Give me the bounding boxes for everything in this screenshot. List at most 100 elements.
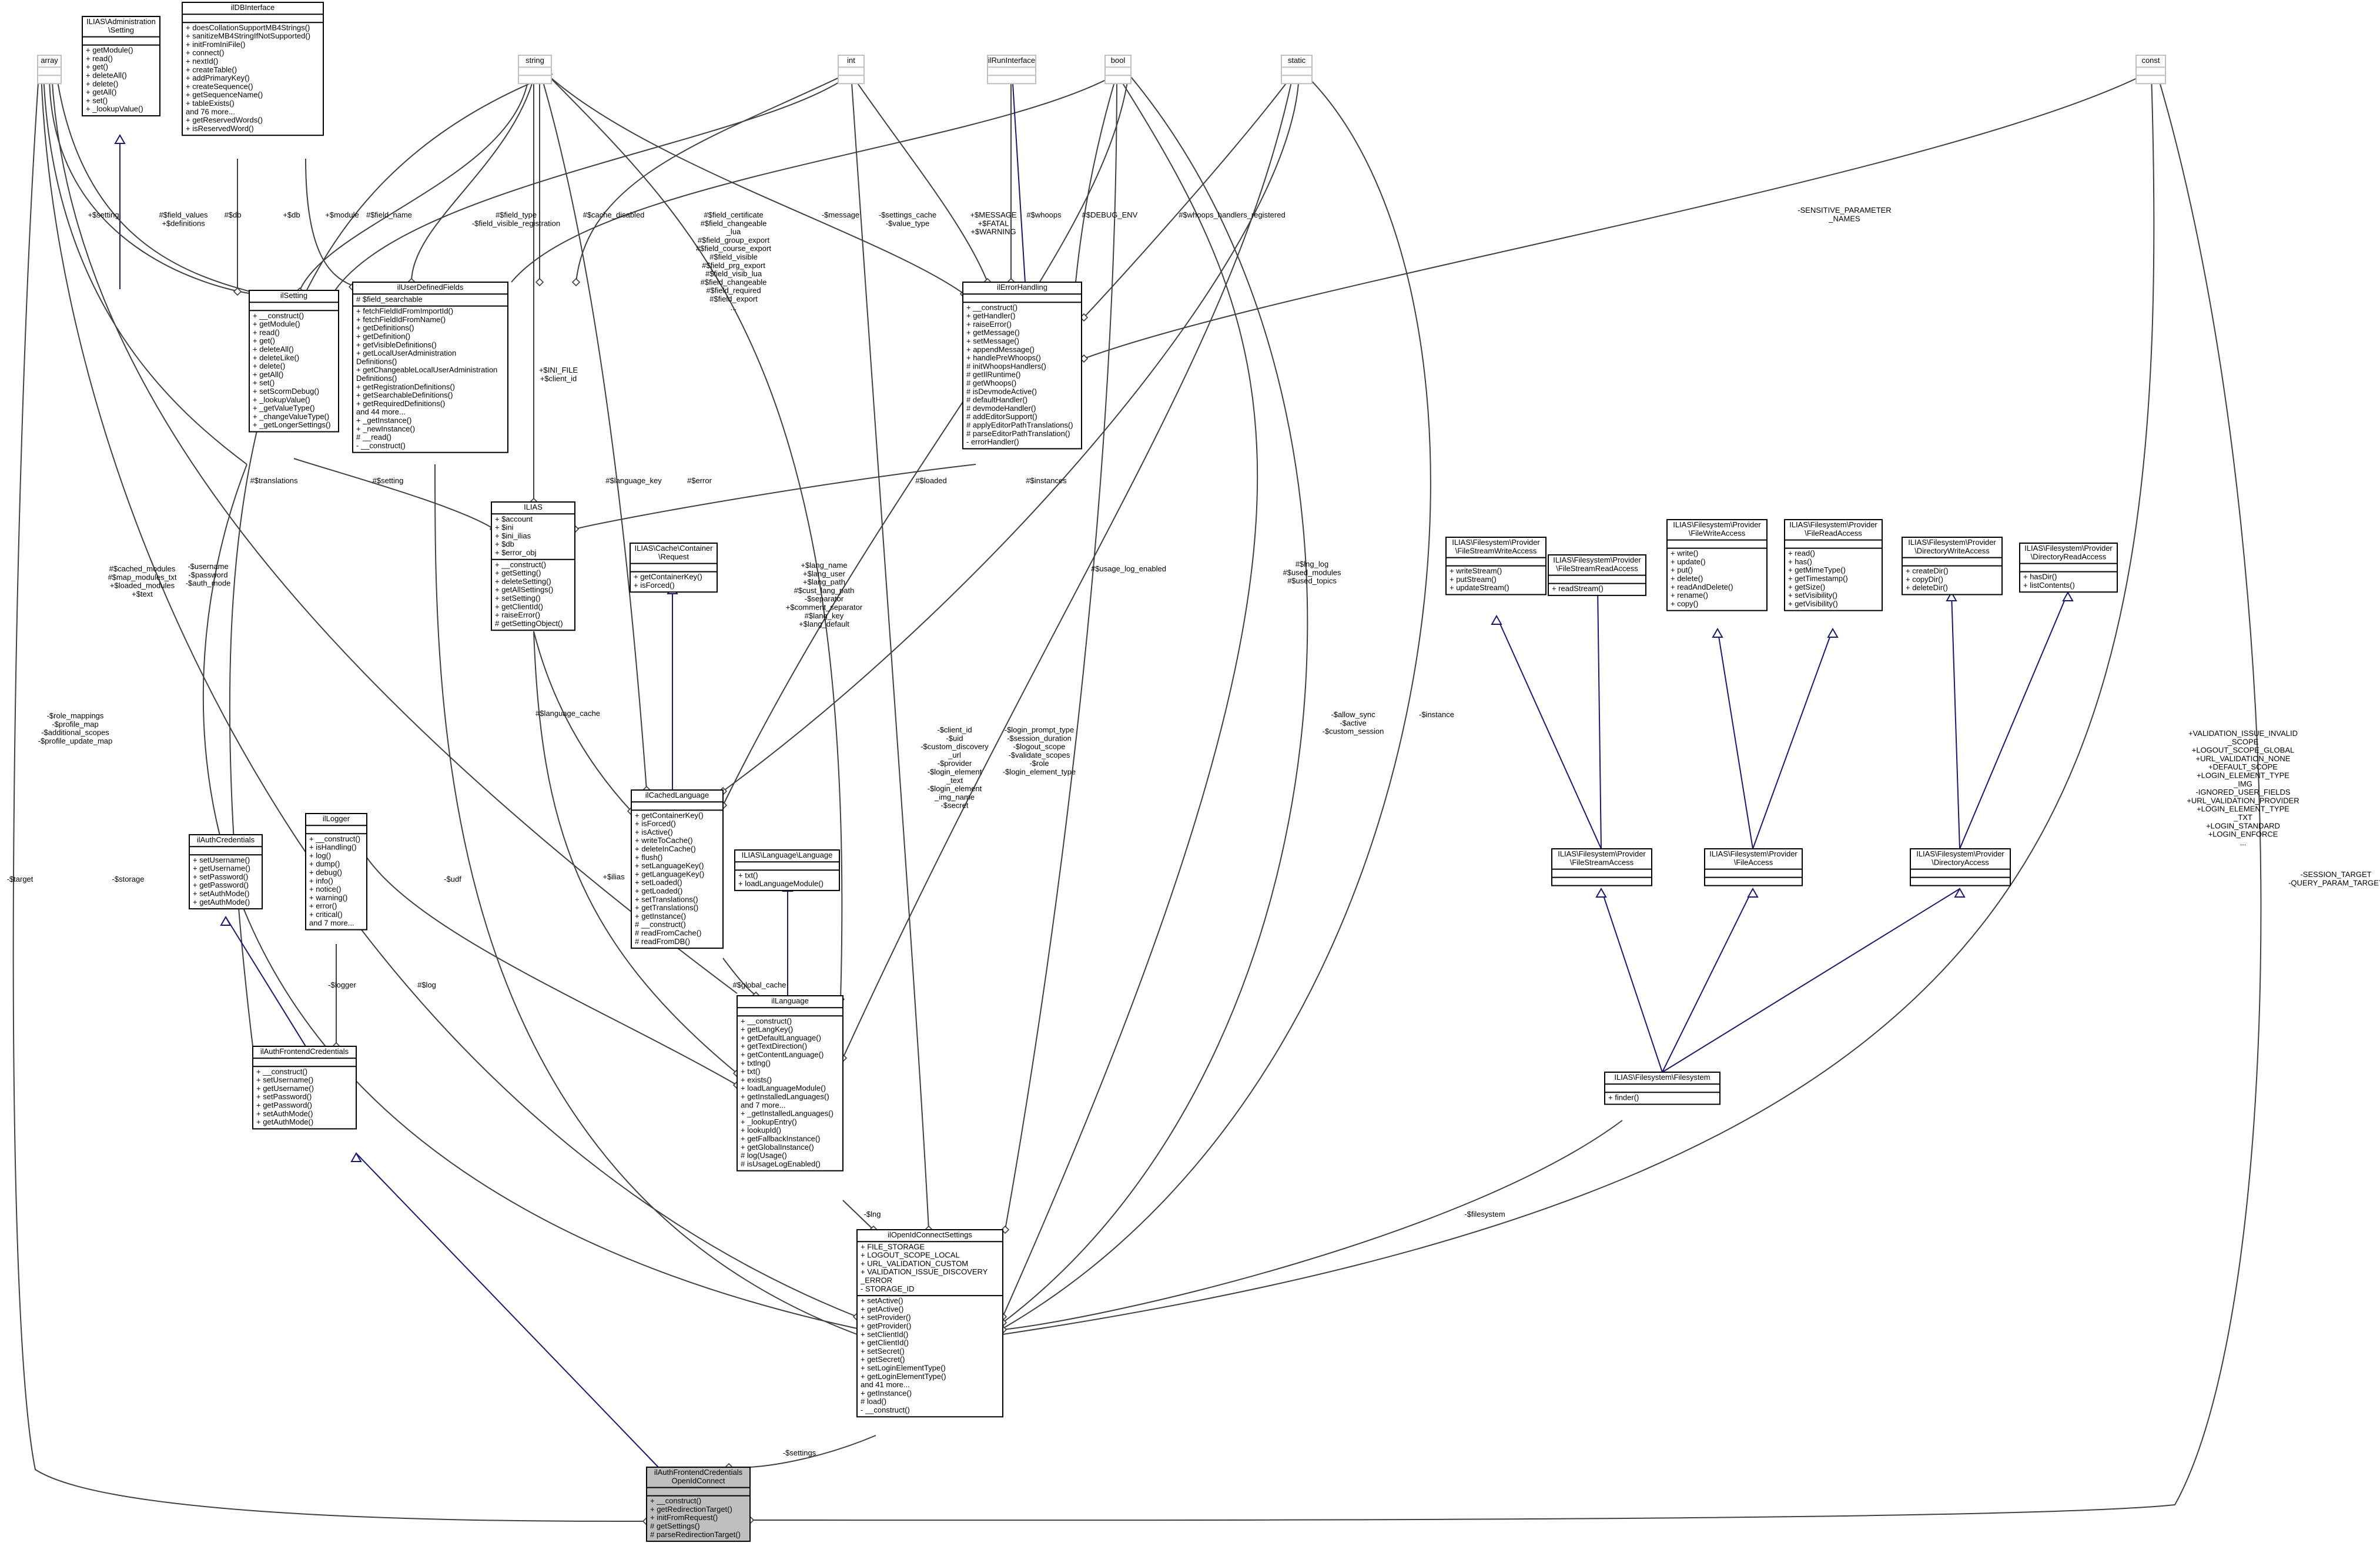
class-setting_admin[interactable]: ILIAS\Administration\Setting+ getModule(…: [82, 16, 160, 116]
class-ilauthcredentials[interactable]: ilAuthCredentials+ setUsername()+ getUse…: [189, 834, 263, 910]
class-fs_streamread[interactable]: ILIAS\Filesystem\Provider\FileStreamRead…: [1548, 554, 1646, 596]
edge-label-line: #$field_export: [709, 294, 758, 303]
class-method: + getInstalledLanguages(): [741, 1092, 829, 1101]
edge-label-line: -$role: [1029, 759, 1049, 768]
class-fs_streamwrite[interactable]: ILIAS\Filesystem\Provider\FileStreamWrit…: [1445, 537, 1547, 595]
edge-line: [1496, 615, 1602, 849]
edge-label: #$error: [687, 476, 712, 485]
class-method: # devmodeHandler(): [966, 404, 1036, 413]
edge-label-line: +$client_id: [540, 374, 577, 383]
edge-line: [1752, 628, 1833, 849]
class-bool[interactable]: bool: [1104, 55, 1132, 85]
class-method: + write(): [1671, 549, 1698, 558]
edge-label-line: -$validate_scopes: [1009, 751, 1070, 759]
edge-label-line: #$field_certificate: [704, 210, 763, 219]
class-method: + getSecret(): [861, 1355, 905, 1364]
class-method: + setUsername(): [193, 855, 250, 864]
edge-line: [51, 73, 738, 994]
class-ilias[interactable]: ILIAS+ $account+ $ini+ $ini_ilias+ $db+ …: [491, 501, 575, 631]
edge-label-line: -$login_element: [928, 784, 982, 793]
class-method: + txtlng(): [741, 1059, 771, 1067]
class-ilerrorhandling[interactable]: ilErrorHandling+ __construct()+ getHandl…: [962, 282, 1082, 450]
class-language_iface[interactable]: ILIAS\Language\Language+ txt()+ loadLang…: [734, 849, 840, 891]
class-method: + getDefinition(): [356, 332, 410, 341]
class-fs_fileaccess[interactable]: ILIAS\Filesystem\Provider\FileAccess: [1704, 848, 1803, 886]
class-string[interactable]: string: [518, 55, 552, 85]
edge-label: -$udf: [444, 875, 461, 883]
usage-edge: [43, 73, 247, 465]
class-method: + getSize(): [1788, 583, 1825, 591]
class-fs_dirwrite[interactable]: ILIAS\Filesystem\Provider\DirectoryWrite…: [1902, 537, 2003, 595]
class-ilopenidconnectsettings[interactable]: ilOpenIdConnectSettings+ FILE_STORAGE+ L…: [856, 1229, 1003, 1418]
class-method: + _lookupValue(): [86, 105, 143, 113]
class-method: + doesCollationSupportMB4Strings(): [186, 23, 310, 32]
class-frame: [1604, 1072, 1720, 1105]
class-method: + putStream(): [1450, 575, 1497, 584]
edge-label-line: +LOGIN_STANDARD: [2206, 821, 2280, 830]
usage-edge: [722, 958, 761, 1000]
inheritance-edge: [1006, 72, 1026, 283]
edge-label-line: #$language_key: [605, 476, 662, 485]
class-fs_diraccess[interactable]: ILIAS\Filesystem\Provider\DirectoryAcces…: [1910, 848, 2011, 886]
class-ilcachedlanguage[interactable]: ilCachedLanguage+ getContainerKey()+ isF…: [631, 789, 724, 949]
class-frame: [631, 789, 724, 949]
class-method: + connect(): [186, 48, 224, 57]
edge-label-line: +$loaded_modules: [110, 581, 175, 590]
class-fs_filestream[interactable]: ILIAS\Filesystem\Provider\FileStreamAcce…: [1551, 848, 1652, 886]
edge-label-line: -$additional_scopes: [41, 728, 109, 737]
class-fs_filesystem[interactable]: ILIAS\Filesystem\Filesystem+ finder(): [1604, 1072, 1720, 1105]
edge-label-line: #$translations: [250, 476, 298, 485]
inheritance-edge: [667, 584, 678, 790]
class-ilsetting[interactable]: ilSetting+ __construct()+ getModule()+ r…: [249, 290, 339, 433]
class-method: + _lookupEntry(): [741, 1117, 797, 1126]
edge-label-line: -QUERY_PARAM_TARGET: [2288, 878, 2380, 887]
class-ilruninterface[interactable]: ilRunInterface: [987, 55, 1036, 85]
edge-line: [12, 73, 647, 1522]
edge-line: [749, 73, 2262, 1521]
class-method: + getContentLanguage(): [741, 1050, 824, 1059]
class-method: + copy(): [1671, 599, 1698, 608]
class-cache_request[interactable]: ILIAS\Cache\Container\Request+ getContai…: [630, 543, 718, 593]
class-method: + fetchFieldIdFromImportId(): [356, 307, 453, 316]
edge-label-line: #$log: [417, 980, 436, 989]
class-method: + listContents(): [2023, 581, 2075, 590]
edge-label-line: +VALIDATION_ISSUE_INVALID: [2188, 729, 2298, 738]
class-const[interactable]: const: [2135, 55, 2166, 85]
class-frame: [987, 55, 1036, 85]
class-method: + __construct(): [650, 1497, 701, 1505]
class-iluserdefinedfields[interactable]: ilUserDefinedFields# $field_searchable+ …: [352, 282, 508, 453]
edge-label-line: +$module: [325, 210, 359, 219]
edge-label-line: +$lang_name: [801, 561, 847, 570]
class-illanguage[interactable]: ilLanguage+ __construct()+ getLangKey()+…: [737, 995, 843, 1172]
class-method: + deleteLike(): [253, 353, 299, 362]
edge-label-line: _url: [948, 751, 961, 759]
class-static[interactable]: static: [1281, 55, 1313, 85]
class-method: + setMessage(): [966, 337, 1019, 346]
class-method: + updateStream(): [1450, 583, 1509, 592]
class-ildbinterface[interactable]: ilDBInterface+ doesCollationSupportMB4St…: [182, 2, 324, 136]
edge-label: +$setting: [88, 210, 119, 219]
class-illogger[interactable]: ilLogger+ __construct()+ isHandling()+ l…: [305, 813, 367, 931]
class-attribute: + FILE_STORAGE: [861, 1242, 925, 1251]
class-method: + update(): [1671, 557, 1706, 566]
edge-label-line: -$message: [822, 210, 859, 219]
usage-edge: [535, 74, 544, 287]
class-fs_fileread[interactable]: ILIAS\Filesystem\Provider\FileReadAccess…: [1784, 519, 1883, 611]
class-method: # getSettings(): [650, 1522, 700, 1531]
usage-edge: [998, 73, 1308, 1327]
class-ilauthfrontendcredentials[interactable]: ilAuthFrontendCredentials+ __construct()…: [252, 1046, 357, 1130]
class-int[interactable]: int: [838, 55, 865, 85]
class-method: + has(): [1788, 557, 1812, 566]
class-method: - __construct(): [861, 1405, 910, 1414]
class-title: ILIAS\Filesystem\Provider: [1558, 849, 1646, 858]
class-title: ilOpenIdConnectSettings: [888, 1230, 972, 1239]
class-fs_filewrite[interactable]: ILIAS\Filesystem\Provider\FileWriteAcces…: [1666, 519, 1768, 611]
class-method: + getTextDirection(): [741, 1042, 807, 1050]
class-fs_dirread[interactable]: ILIAS\Filesystem\Provider\DirectoryReadA…: [2019, 543, 2118, 593]
edge-label-line: #$error: [687, 476, 712, 485]
edge-line: [851, 73, 988, 283]
edge-label-line: #$field_group_export: [698, 236, 770, 245]
class-array[interactable]: array: [37, 55, 62, 85]
class-frame: [491, 501, 575, 631]
class-ilauthfrontendcredentialsoidc[interactable]: ilAuthFrontendCredentialsOpenIdConnect+ …: [646, 1467, 751, 1542]
